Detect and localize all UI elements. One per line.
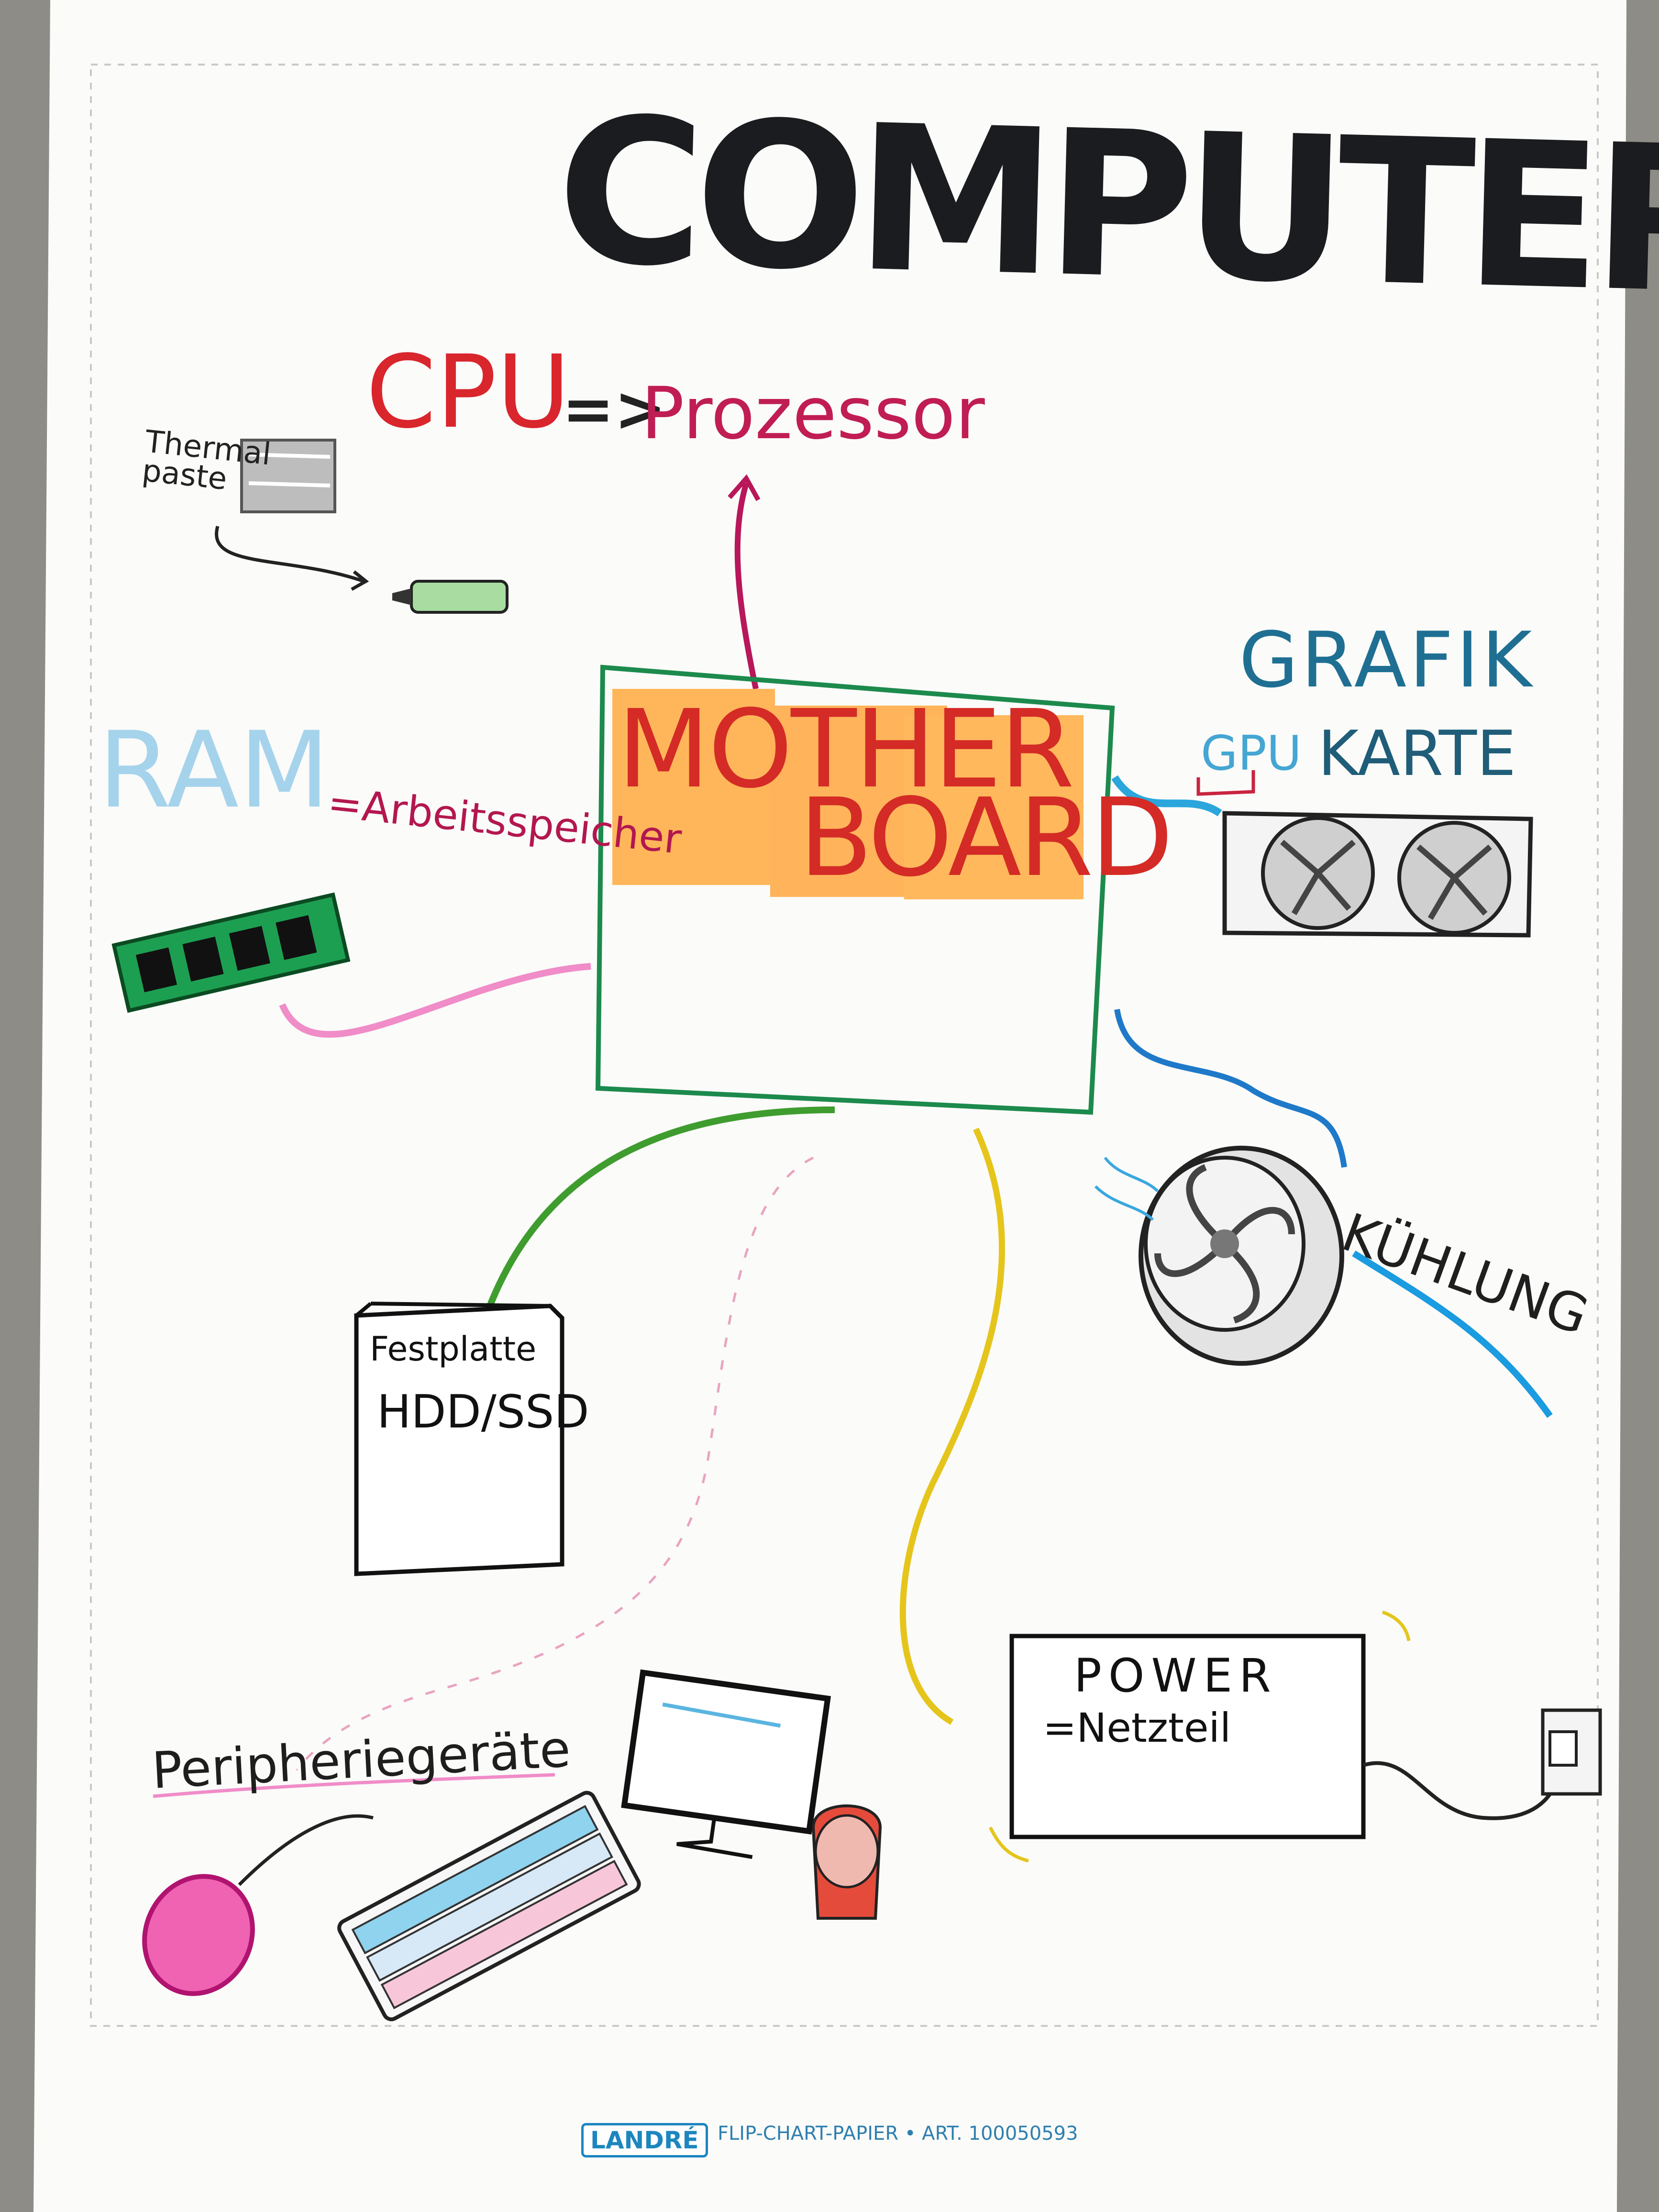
cpu-arrow	[734, 482, 759, 690]
power-label-line2: =Netzteil	[1043, 1704, 1231, 1751]
wall-socket-icon	[1541, 1708, 1602, 1796]
cpu-description: Prozessor	[641, 372, 985, 455]
speaker-icon	[811, 1804, 882, 1920]
thermal-paste-label: Thermal paste	[140, 424, 273, 497]
gpu-label-line1: GRAFIK	[1239, 615, 1535, 705]
cpu-label: CPU	[366, 333, 570, 451]
storage-wire	[485, 1106, 835, 1312]
gpu-tag: GPU	[1201, 725, 1302, 781]
brand-logo: LANDRÉ	[581, 2123, 708, 2157]
hdd-box-icon	[354, 1302, 564, 1576]
gpu-card-icon	[1222, 811, 1533, 938]
ram-label: RAM	[98, 709, 330, 831]
power-label-line1: POWER	[1074, 1649, 1278, 1703]
poster-title: COMPUTER	[554, 74, 1659, 339]
footer-text: FLIP-CHART-PAPIER • ART. 100050593	[718, 2123, 1078, 2145]
sticky-note-3	[904, 715, 1084, 899]
psu-box-icon	[1009, 1634, 1366, 1839]
motherboard-box	[595, 664, 1115, 1115]
cpu-implies-arrow: =>	[562, 373, 666, 445]
monitor-icon	[621, 1669, 831, 1859]
dotted-margin	[90, 64, 1599, 2027]
kuehlung-underline	[1352, 1250, 1553, 1418]
sticky-note-1	[612, 689, 775, 885]
motherboard-label-line1: MOTHER	[617, 687, 1074, 812]
thermal-paste-arrow	[215, 526, 365, 583]
storage-label-line2: HDD/SSD	[377, 1386, 589, 1438]
ram-module-icon	[111, 892, 351, 1013]
fan-icon	[1139, 1146, 1344, 1366]
gpu-label-line2: KARTE	[1318, 717, 1516, 790]
peripheral-dotted-wire	[296, 1156, 814, 1771]
thermal-paste-tube-icon	[392, 580, 509, 614]
motherboard-label-line2: BOARD	[799, 775, 1173, 901]
thermal-paste-box-icon	[240, 439, 336, 513]
keyboard-icon	[337, 1791, 641, 2022]
cooling-wire	[1114, 1009, 1347, 1168]
peripherals-underline	[153, 1773, 555, 1798]
power-wire	[899, 1128, 1005, 1725]
gpu-wire	[1111, 775, 1222, 817]
ram-wire	[279, 963, 591, 1038]
mouse-icon	[142, 1814, 374, 1996]
storage-label-line1: Festplatte	[370, 1329, 537, 1369]
